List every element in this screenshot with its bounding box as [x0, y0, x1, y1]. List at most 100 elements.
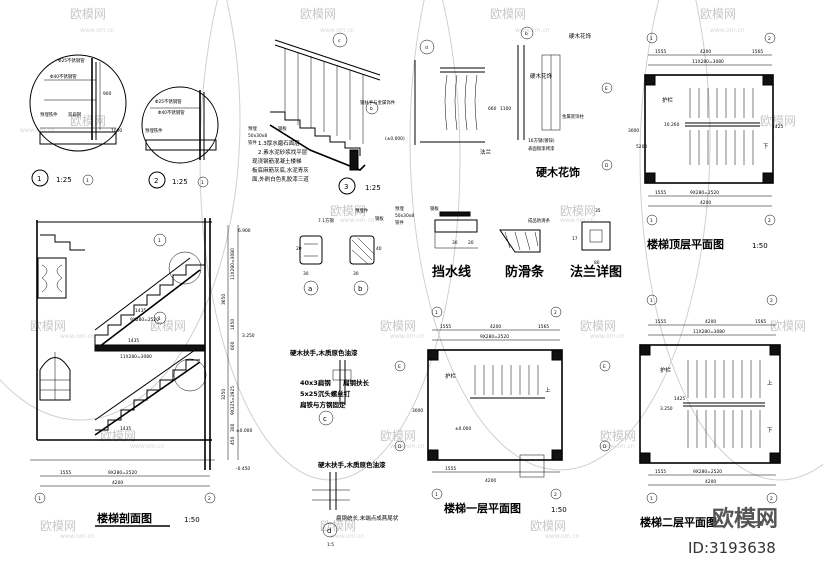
section-dim-right: 450 — [230, 436, 236, 445]
drip-dim: 20 — [468, 240, 474, 246]
top-plan-grid-row: E — [605, 86, 608, 92]
first-plan-grid-row: D — [398, 444, 402, 450]
first-floor-plan: 1 2 E D 1555 4200 9X280=2520 1565 护栏 上 — [394, 306, 567, 515]
flange-dim-top: 35 — [595, 208, 601, 214]
detail-1-railing-top: Φ25不锈钢管 Φ40不锈钢管 预埋铁件 双扁钢 900 1000 1 1:25… — [29, 54, 127, 187]
drip-label: 钢板 — [430, 205, 439, 212]
detail-d-handrail: 硬木扶手,木质原色油漆 扁钢统长,末端点成燕尾状 d 1:5 — [312, 460, 399, 548]
detail-3-label: 预埋 — [248, 125, 257, 132]
watermark-brand: 欧模网 — [40, 519, 76, 533]
section-dim-right: 3250 — [221, 389, 227, 400]
section-level: -0.450 — [236, 466, 250, 472]
detail-1-dim: 1000 — [111, 128, 122, 134]
bar-profile-details: 7.1方钢 预埋件 钢板 30 20 a 30 40 b — [296, 207, 384, 296]
section-run-label: 11X280=3080 — [120, 354, 152, 360]
second-plan-level: 3.250 — [660, 406, 673, 412]
section-bottom-dim: 4200 — [112, 480, 123, 486]
second-plan-dim-bottom: 4200 — [705, 479, 716, 485]
watermark-brand: 欧模网 — [380, 429, 416, 443]
section-run-label: 1435 — [128, 338, 139, 344]
first-plan-dim-bottom: 1555 — [445, 466, 456, 472]
watermark-site: www.om.cn — [60, 333, 95, 340]
watermark-site: www.om.cn — [390, 443, 425, 450]
detail-d2-note: 硬木扶手,木质原色油漆 — [318, 460, 386, 469]
first-plan-side-dim: 3000 — [412, 408, 423, 414]
first-plan-level: ±0.000 — [455, 426, 471, 432]
hardwood-note: 16方钢(镀锌) — [528, 137, 555, 144]
flange-detail: 35 17 80 法兰详图 — [570, 208, 622, 280]
detail-d-dim: 660 — [488, 106, 497, 112]
top-plan-grid-col: 1 — [650, 218, 653, 224]
first-plan-dim-bottom: 4200 — [485, 478, 496, 484]
detail-d-balusters — [444, 74, 478, 131]
detail-d-label: 法兰 — [480, 148, 492, 156]
drip-line-detail: 预埋 50x30x8 钢板 铁件 30 20 挡水线 — [395, 205, 478, 280]
first-plan-grid-col: 1 — [435, 310, 438, 316]
detail-d-dim: 1100 — [500, 106, 511, 112]
section-level: ±0.000 — [236, 428, 252, 434]
hardwood-ref: b — [525, 31, 528, 37]
hardwood-note: 金属装饰柱 — [562, 113, 585, 120]
top-plan-side-dim: 3000 — [628, 128, 639, 134]
detail-3-label: 钢板 — [278, 125, 287, 132]
detail-1-circle — [29, 54, 127, 152]
watermark-site: www.om.cn — [340, 217, 375, 224]
second-plan-guard-label: 护栏 — [660, 366, 672, 374]
detail-2-ref: 1 — [201, 180, 204, 186]
second-floor-plan: 1 2 E D 1555 4200 11X280=3080 1565 — [599, 294, 781, 529]
drip-caption: 挡水线 — [432, 264, 471, 280]
antislip-detail: 成品防滑条 防滑条 — [499, 217, 551, 280]
section-level: 6.900 — [238, 228, 251, 234]
watermark-site: www.om.cn — [710, 27, 745, 34]
watermark-site: www.om.cn — [20, 127, 55, 134]
profile-b-dim: 30 — [353, 271, 359, 277]
second-plan-grid-col: 2 — [770, 496, 773, 502]
second-plan-treads — [683, 360, 765, 448]
first-plan-dim: 1565 — [538, 324, 549, 330]
watermark-marks: 欧模网 欧模网 欧模网 欧模网 欧模网 欧模网 欧模网 欧模网 欧模网 欧模网 … — [20, 7, 806, 540]
section-title: 楼梯剖面图 — [97, 511, 152, 525]
detail-d2-scale: 1:5 — [327, 542, 334, 548]
top-plan-dim-val: 1425 — [772, 124, 783, 130]
second-plan-dim: 4200 — [705, 319, 716, 325]
second-plan-down-label: 下 — [767, 427, 773, 434]
watermark-brand: 欧模网 — [580, 319, 616, 333]
detail-c-notes: 硬木扶手,木质原色油漆 40x3扁钢 5x25沉头螺丝钉 扁铁与方钢固定 扁钢扶… — [290, 348, 370, 426]
detail-2-callout-number: 2 — [154, 177, 158, 185]
second-plan-dim-bottom: 9X280=2520 — [693, 469, 722, 475]
watermark-brand: 欧模网 — [380, 319, 416, 333]
section-scale: 1:50 — [184, 516, 200, 524]
detail-3-ref-b: b — [370, 106, 373, 112]
hardwood-side-label: 硬木花饰 — [530, 72, 553, 80]
watermark-site: www.om.cn — [600, 443, 635, 450]
detail-c-callout: c — [323, 415, 327, 423]
watermark-brand: 欧模网 — [560, 204, 596, 218]
section-decor-panel — [37, 257, 67, 299]
watermark-site: www.om.cn — [80, 27, 115, 34]
section-level: 3.250 — [242, 333, 255, 339]
bar-label: 7.1方钢 — [318, 217, 334, 224]
profile-b-shape — [349, 235, 375, 265]
detail-3-label: 50x30x8 — [248, 133, 267, 139]
detail-2-label: Φ40不锈钢管 — [158, 109, 185, 116]
detail-3-level: (±0.000) — [385, 136, 405, 142]
first-plan-grid-col: 2 — [554, 492, 557, 498]
detail-1-ref: 1 — [86, 178, 89, 184]
section-callout: 1 — [158, 316, 161, 322]
detail-2-railing-landing: Φ25不锈钢管 Φ40不锈钢管 预埋铁件 2 1:25 1 — [141, 86, 219, 189]
bar-caption: 钢板 — [375, 215, 384, 222]
second-plan-grid-col: 2 — [770, 298, 773, 304]
section-note: 40x3扁钢 — [300, 378, 331, 387]
second-plan-grid-col: 1 — [650, 298, 653, 304]
second-plan-dim-val: 1425 — [674, 396, 685, 402]
watermark-brand: 欧模网 — [320, 519, 356, 533]
first-plan-title: 楼梯一层平面图 — [444, 501, 521, 515]
section-run-label: 1435 — [135, 308, 146, 314]
watermark-brand: 欧模网 — [600, 429, 636, 443]
first-plan-dim: 1555 — [440, 324, 451, 330]
watermark-badge: 欧模网 ID:3193638 — [688, 506, 778, 557]
top-plan-grid-col: 2 — [768, 218, 771, 224]
detail-2-callout — [148, 171, 166, 189]
top-plan-dim-bottom: 4200 — [700, 200, 711, 206]
first-plan-dim: 9X280=2520 — [480, 334, 509, 340]
